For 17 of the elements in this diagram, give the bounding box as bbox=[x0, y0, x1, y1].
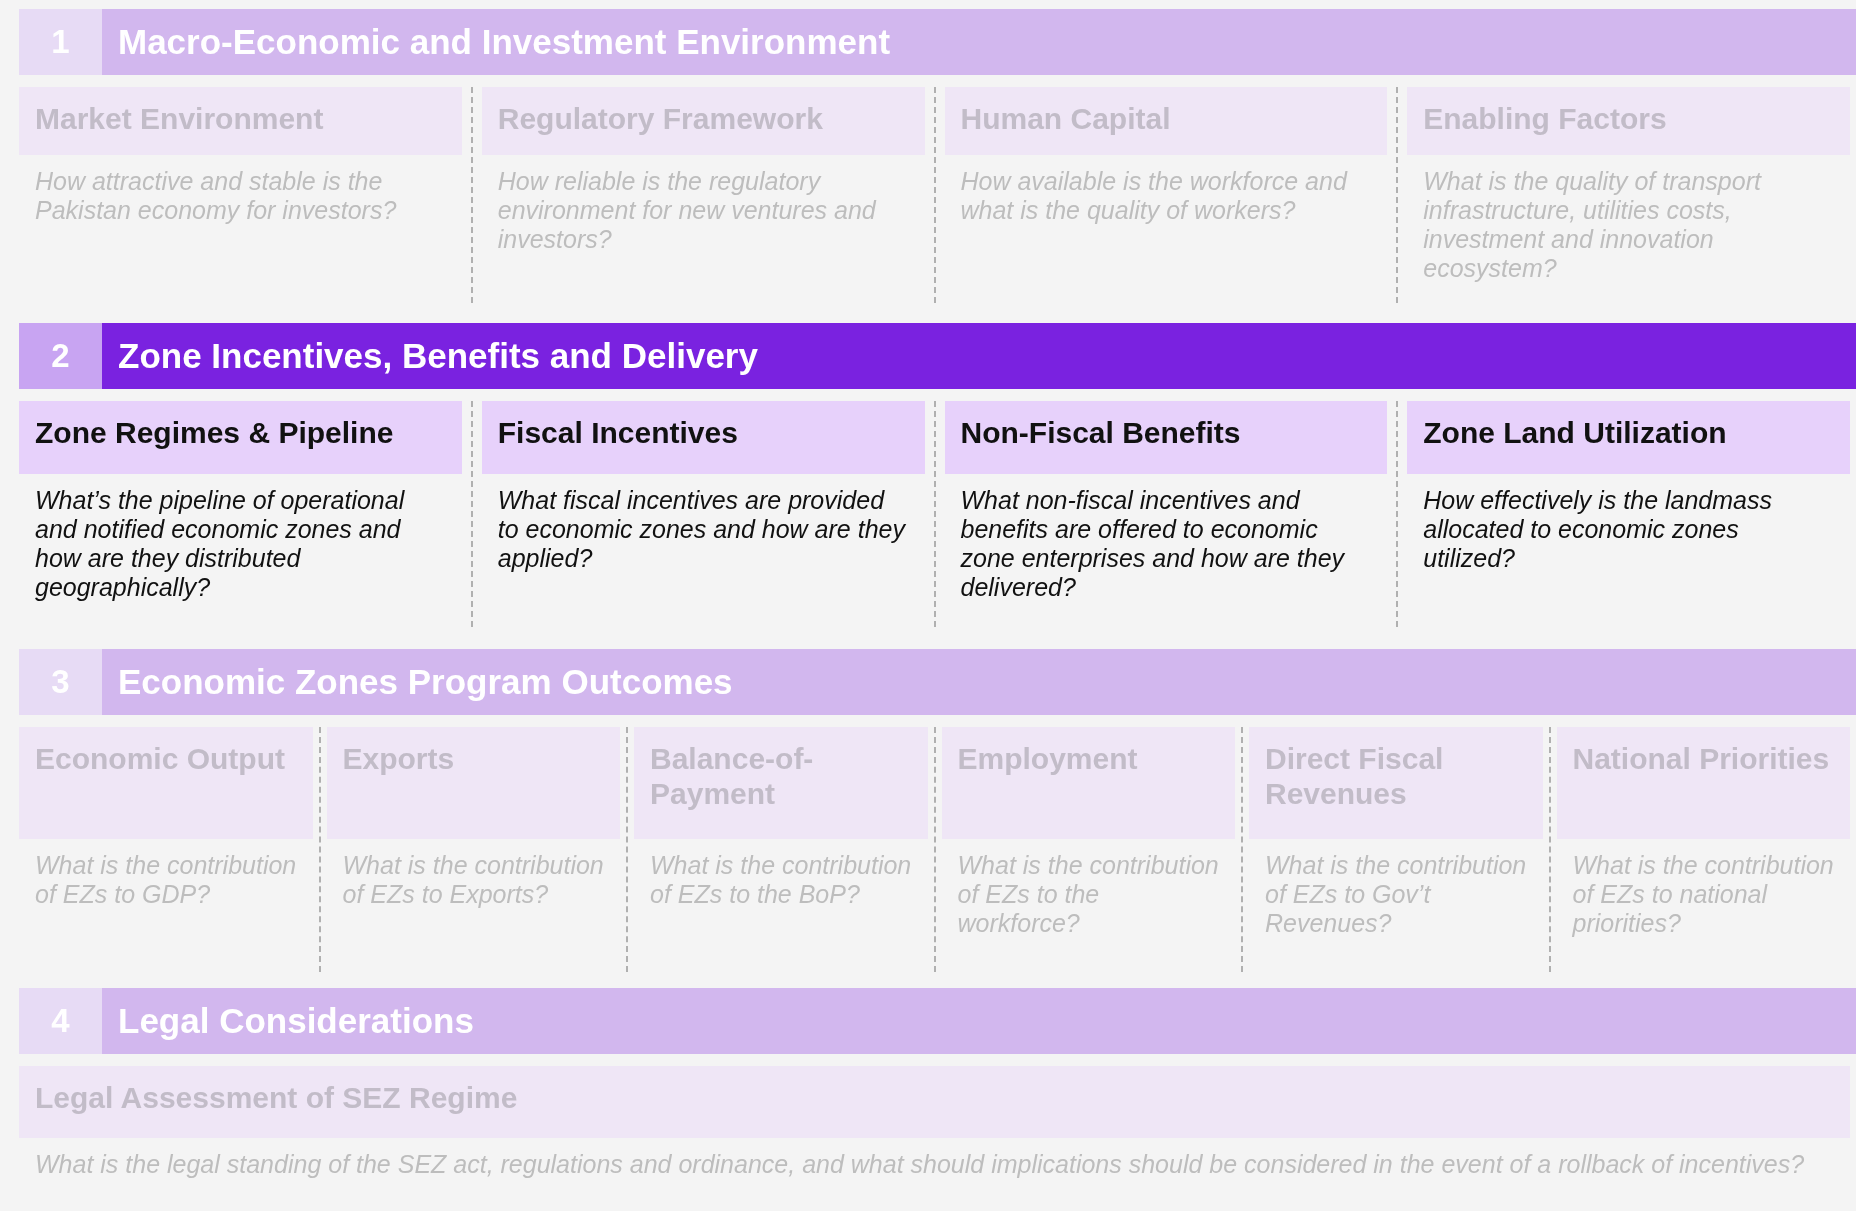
question-text: What’s the pipeline of operational and notified economic zones and how are they distributed geographically? bbox=[34, 485, 406, 602]
topic-heading-box: Zone Land Utilization bbox=[1407, 401, 1850, 474]
section-header-band bbox=[19, 988, 1856, 1054]
section-header-band bbox=[19, 649, 1856, 715]
question-text: What non-fiscal incentives and benefits are offered to economic zone enterprises and how are they delivered? bbox=[959, 485, 1346, 602]
section-header-band bbox=[19, 323, 1856, 389]
section-title: Macro-Economic and Investment Environment bbox=[117, 22, 891, 62]
topic-heading-box: Fiscal Incentives bbox=[481, 401, 925, 474]
section-title: Zone Incentives, Benefits and Delivery bbox=[117, 336, 758, 376]
section-number: 2 bbox=[19, 323, 102, 389]
question-text: How effectively is the landmass allocated to economic zones utilized? bbox=[1422, 485, 1773, 573]
question-text: What fiscal incentives are provided to economic zones and how are they applied? bbox=[496, 485, 907, 573]
section-title: Legal Considerations bbox=[117, 1001, 474, 1041]
topic-heading-box: Non-Fiscal Benefits bbox=[944, 401, 1388, 474]
section-title: Economic Zones Program Outcomes bbox=[117, 662, 733, 702]
section-header-band bbox=[19, 9, 1856, 75]
topic-heading-box: Zone Regimes & Pipeline bbox=[19, 401, 462, 474]
